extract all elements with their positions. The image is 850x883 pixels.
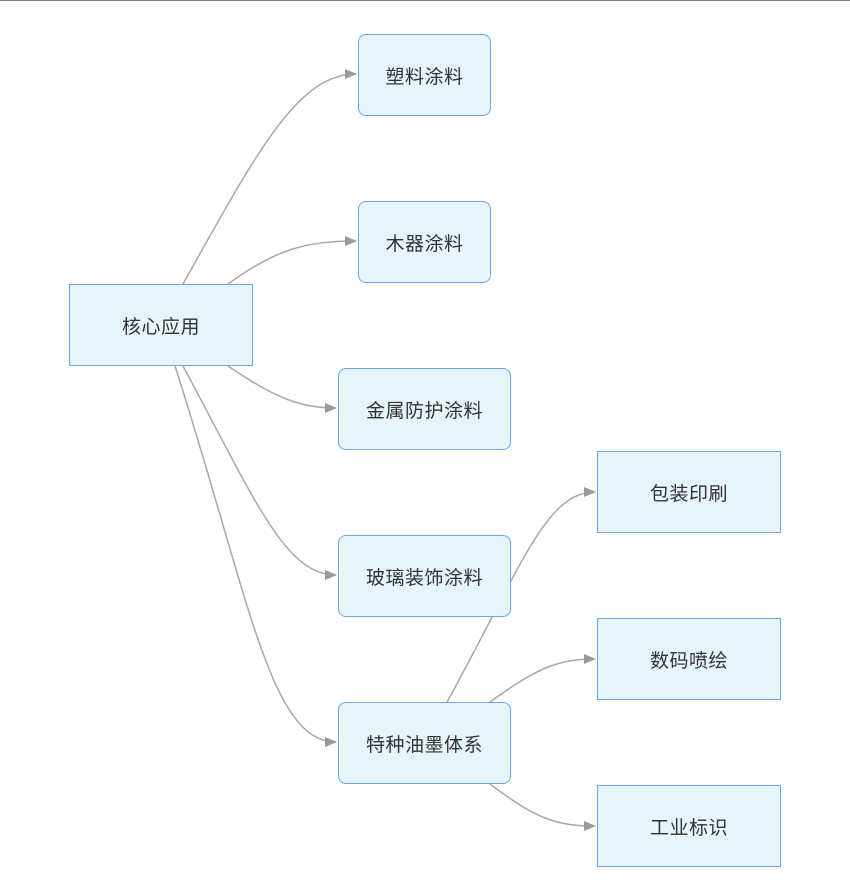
node-label: 塑料涂料	[385, 65, 464, 88]
node-industrial-marking: 工业标识	[597, 785, 781, 867]
node-core-application: 核心应用	[69, 284, 253, 366]
edge-root-glass	[182, 365, 337, 580]
node-plastic-coating: 塑料涂料	[358, 34, 491, 116]
node-label: 工业标识	[649, 816, 728, 839]
edge-ink-digital	[489, 654, 596, 703]
node-digital-inkjet: 数码喷绘	[597, 618, 781, 700]
edge-root-wood	[227, 236, 357, 285]
node-specialty-ink-system: 特种油墨体系	[338, 702, 511, 784]
top-border-line	[0, 0, 850, 1]
edge-ink-industry	[489, 783, 596, 831]
node-glass-decorative-coating: 玻璃装饰涂料	[338, 535, 511, 617]
edge-root-metal	[227, 365, 337, 413]
edge-ink-pack	[446, 487, 596, 703]
node-packaging-printing: 包装印刷	[597, 451, 781, 533]
node-label: 数码喷绘	[649, 649, 728, 672]
node-wood-coating: 木器涂料	[358, 201, 491, 283]
edge-root-plastic	[182, 69, 357, 285]
node-label: 木器涂料	[385, 232, 464, 255]
node-label: 特种油墨体系	[365, 733, 483, 756]
node-label: 金属防护涂料	[365, 399, 483, 422]
edge-root-ink	[174, 365, 337, 747]
node-metal-protective-coating: 金属防护涂料	[338, 368, 511, 450]
node-label: 核心应用	[121, 315, 200, 338]
node-label: 玻璃装饰涂料	[365, 566, 483, 589]
node-label: 包装印刷	[649, 482, 728, 505]
